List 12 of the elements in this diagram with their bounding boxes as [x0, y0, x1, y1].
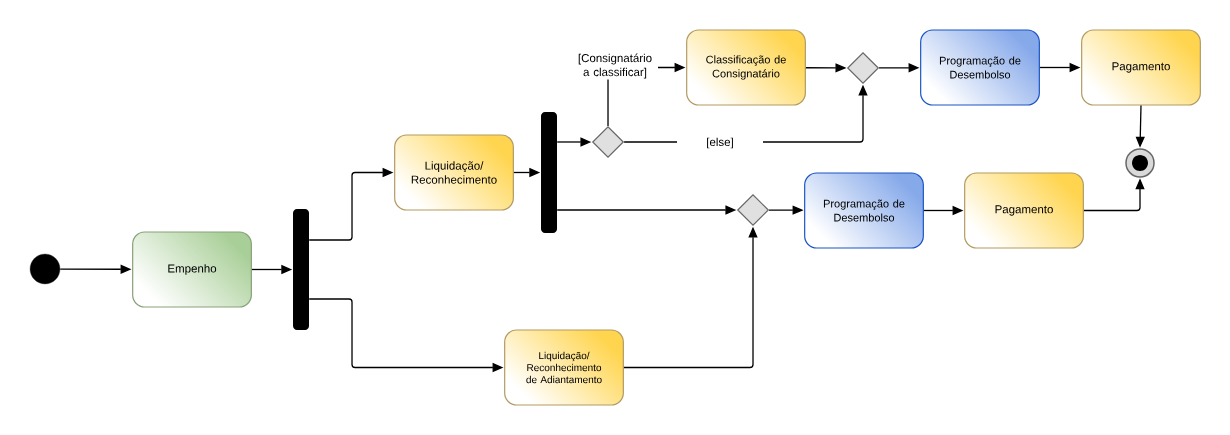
- action-box: Programação de Desembolso: [920, 29, 1040, 106]
- initial-node: [29, 253, 61, 285]
- final-node: [1125, 148, 1155, 178]
- action-box: Liquidação/ Reconhecimento de Adiantamento: [504, 329, 624, 406]
- action-box: Pagamento: [964, 172, 1084, 249]
- action-box: Programação de Desembolso: [804, 172, 924, 249]
- action-box: Empenho: [132, 231, 252, 308]
- action-box: Classificação de Consignatário: [686, 29, 806, 106]
- action-box: Liquidação/ Reconhecimento: [394, 134, 514, 211]
- edge-label: [else]: [677, 136, 763, 150]
- action-box: Pagamento: [1081, 29, 1201, 106]
- edge-label: [Consignatário a classificar]: [572, 52, 658, 80]
